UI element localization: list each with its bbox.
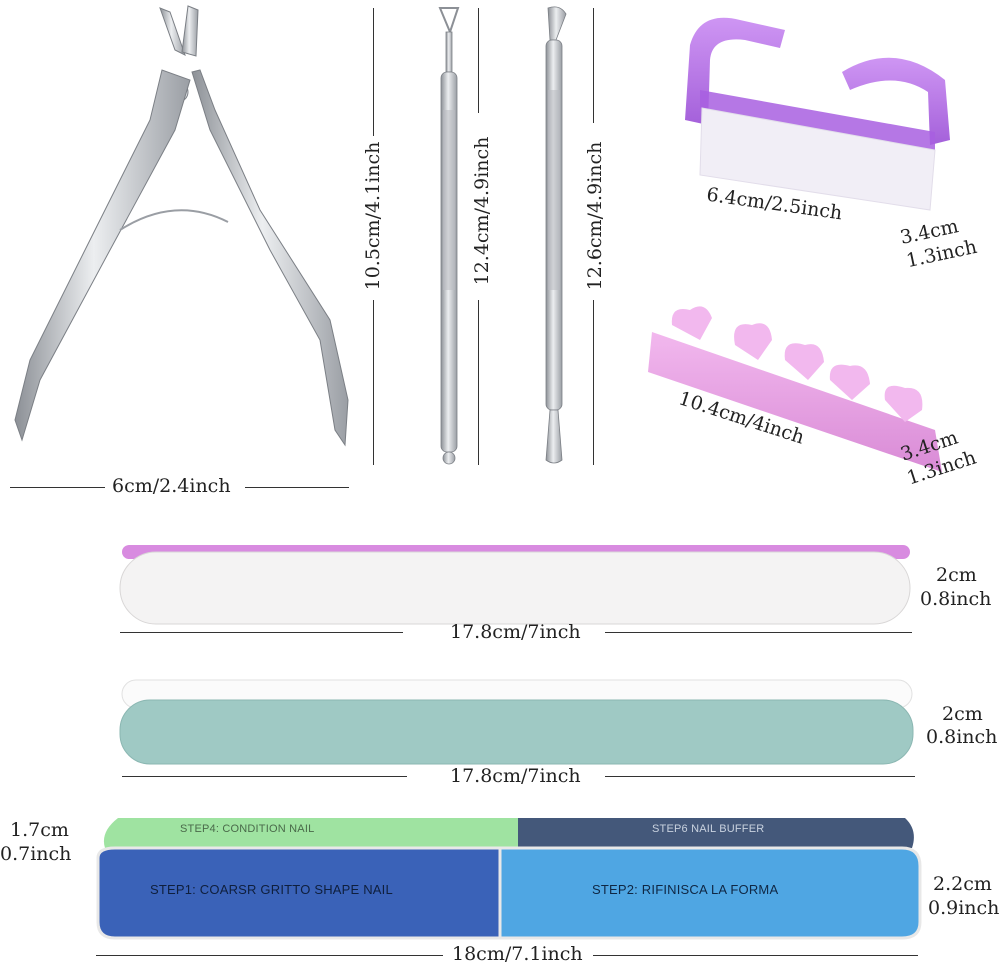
file-green-length-line-right xyxy=(605,776,915,777)
spoon-pusher-line-top xyxy=(593,8,594,123)
file-green-height-cm-label: 2cm xyxy=(942,703,983,725)
buffer-length-line-left xyxy=(96,955,443,956)
buffer-height-cm-label: 2.2cm xyxy=(933,873,992,895)
spoon-pusher-length-label: 12.6cm/4.9inch xyxy=(584,141,606,291)
buffer-height-in-label: 0.9inch xyxy=(928,897,1000,919)
buffer-top-in-label: 0.7inch xyxy=(0,843,72,865)
file-pink-length-label: 17.8cm/7inch xyxy=(450,621,581,643)
file-pink-length-line-right xyxy=(605,632,912,633)
buffer-step1-text: STEP1: COARSR GRITTO SHAPE NAIL xyxy=(150,882,393,897)
buffer-length-label: 18cm/7.1inch xyxy=(452,943,583,965)
file-green-height-in-label: 0.8inch xyxy=(926,726,998,748)
file-pink-height-cm-label: 2cm xyxy=(936,564,977,586)
spoon-pusher-image xyxy=(545,6,567,464)
buffer-top-cm-label: 1.7cm xyxy=(10,819,69,841)
nipper-width-label: 6cm/2.4inch xyxy=(112,475,231,497)
buffer-block-image xyxy=(96,818,922,940)
nipper-width-line-left xyxy=(10,487,105,488)
buffer-step4-text: STEP4: CONDITION NAIL xyxy=(180,823,315,835)
file-pink-height-in-label: 0.8inch xyxy=(920,588,992,610)
buffer-step2-text: STEP2: RIFINISCA LA FORMA xyxy=(592,882,779,897)
nail-file-pink-image xyxy=(119,545,911,625)
loop-pusher-line-top xyxy=(478,8,479,113)
nail-file-green-image xyxy=(119,679,914,765)
buffer-length-line-right xyxy=(593,955,918,956)
spoon-pusher-line-bottom xyxy=(593,300,594,465)
loop-pusher-length-label: 12.4cm/4.9inch xyxy=(471,136,493,286)
loop-pusher-image xyxy=(438,7,460,465)
nipper-height-line-bottom xyxy=(373,300,374,465)
file-pink-length-line-left xyxy=(120,632,403,633)
cuticle-nipper-image xyxy=(14,5,349,447)
nipper-width-line-right xyxy=(245,487,349,488)
buffer-step6-text: STEP6 NAIL BUFFER xyxy=(652,823,765,835)
nipper-height-line-top xyxy=(373,8,374,136)
nail-brush-image xyxy=(685,17,950,211)
toe-separator-image xyxy=(648,306,942,472)
file-green-length-line-left xyxy=(122,776,407,777)
nipper-height-label: 10.5cm/4.1inch xyxy=(362,141,384,291)
file-green-length-label: 17.8cm/7inch xyxy=(450,765,581,787)
loop-pusher-line-bottom xyxy=(478,300,479,465)
